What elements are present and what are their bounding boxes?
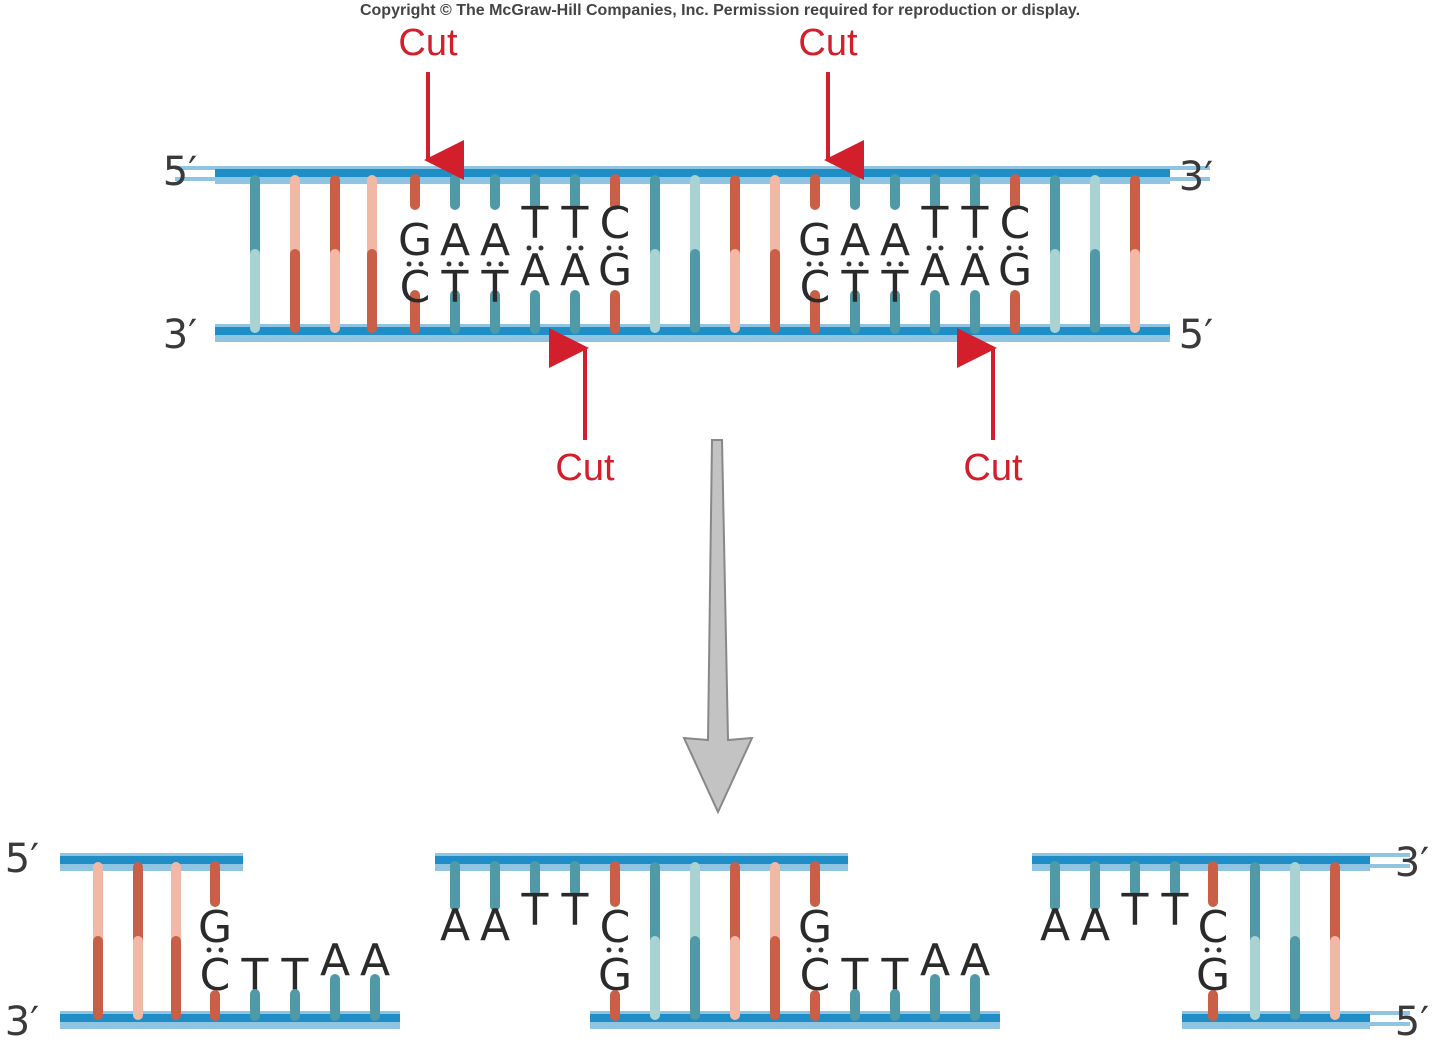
- frag1-hbond-dot-b: [218, 947, 224, 953]
- cut-bottom-2-label: Cut: [963, 447, 1023, 489]
- frag1-5prime-label: 5′: [5, 836, 40, 882]
- site0-bottom-base-0: C: [400, 262, 431, 313]
- site1-top-base-3: T: [921, 198, 949, 249]
- process-arrow: [682, 439, 754, 815]
- bottom-left-3prime-label: 3′: [163, 312, 198, 358]
- site1-hbond-1-dot-a: [846, 261, 852, 267]
- site0-hbond-1-dot-a: [446, 261, 452, 267]
- site0-hbond-3-dot-b: [538, 245, 544, 251]
- site1-hbond-3-dot-b: [938, 245, 944, 251]
- site1-top-base-4: T: [961, 198, 989, 249]
- site1-bottom-base-5: G: [998, 245, 1032, 296]
- frag2-top-backbone: [435, 856, 848, 864]
- site1-hbond-2-dot-a: [886, 261, 892, 267]
- frag3-overhang-base-1: A: [1080, 900, 1110, 951]
- frag3-overhang-base-2: T: [1121, 885, 1149, 936]
- site0-hbond-5-dot-b: [618, 245, 624, 251]
- site0-top-base-0: G: [398, 215, 432, 266]
- site0-top-base-2: A: [480, 215, 510, 266]
- copyright-notice: Copyright © The McGraw-Hill Companies, I…: [359, 2, 1081, 19]
- cut-top-2-label: Cut: [798, 22, 858, 64]
- site1-top-base-1: A: [840, 215, 870, 266]
- site1-top-base-2: A: [880, 215, 910, 266]
- frag2-right-hbond-dot-a: [806, 947, 812, 953]
- down-arrow-icon: [682, 439, 754, 815]
- cut-bottom-1-label: Cut: [555, 447, 615, 489]
- site1-hbond-0-dot-b: [818, 261, 824, 267]
- frag2-left-top-C: C: [600, 902, 631, 953]
- frag3-overhang-base-3: T: [1161, 885, 1189, 936]
- frag3-top-backbone: [1032, 856, 1370, 864]
- cut-top-1-label: Cut: [398, 22, 458, 64]
- frag2-left-overhang-base-2: T: [521, 885, 549, 936]
- frag2-left-overhang-base-0: A: [440, 900, 470, 951]
- site0-hbond-0-dot-b: [418, 261, 424, 267]
- frag2-bottom-backbone: [590, 1014, 1000, 1022]
- frag2-left-overhang-base-1: A: [480, 900, 510, 951]
- site1-bottom-base-1: T: [841, 262, 869, 313]
- frag3-hbond-dot-a: [1204, 947, 1210, 953]
- site0-hbond-2-dot-b: [498, 261, 504, 267]
- site0-top-base-5: C: [600, 198, 631, 249]
- site0-hbond-4-dot-b: [578, 245, 584, 251]
- frag2-right-hbond-dot-b: [818, 947, 824, 953]
- site0-hbond-1-dot-b: [458, 261, 464, 267]
- site1-top-base-0: G: [798, 215, 832, 266]
- frag2-left-hbond-dot-a: [606, 947, 612, 953]
- frag1-bottom-backbone: [60, 1014, 400, 1022]
- frag1-3prime-label: 3′: [5, 999, 40, 1045]
- site0-top-base-3: T: [521, 198, 549, 249]
- site0-bottom-base-3: A: [520, 245, 550, 296]
- frag3-5prime-label: 5′: [1395, 999, 1430, 1045]
- site0-hbond-3-dot-a: [526, 245, 532, 251]
- site1-bottom-base-3: A: [920, 245, 950, 296]
- frag1-hbond-dot-a: [206, 947, 212, 953]
- frag2-left-overhang-base-3: T: [561, 885, 589, 936]
- site0-hbond-4-dot-a: [566, 245, 572, 251]
- site0-bottom-base-5: G: [598, 245, 632, 296]
- site0-bottom-base-1: T: [441, 262, 469, 313]
- site1-hbond-1-dot-b: [858, 261, 864, 267]
- frag3-top-C: C: [1198, 902, 1229, 953]
- top-left-5prime-label: 5′: [163, 149, 198, 195]
- frag3-overhang-base-0: A: [1040, 900, 1070, 951]
- site0-top-base-1: A: [440, 215, 470, 266]
- site0-hbond-5-dot-a: [606, 245, 612, 251]
- site1-top-base-5: C: [1000, 198, 1031, 249]
- site1-hbond-4-dot-a: [966, 245, 972, 251]
- frag1-top-backbone: [60, 856, 243, 864]
- site1-bottom-base-0: C: [800, 262, 831, 313]
- site0-bottom-base-2: T: [481, 262, 509, 313]
- site1-hbond-5-dot-a: [1006, 245, 1012, 251]
- site1-hbond-4-dot-b: [978, 245, 984, 251]
- site1-hbond-3-dot-a: [926, 245, 932, 251]
- frag2-right-top-G: G: [798, 902, 832, 953]
- top-strand-backbone: [215, 169, 1170, 177]
- frag1-top-base-G: G: [198, 902, 232, 953]
- site0-hbond-0-dot-a: [406, 261, 412, 267]
- site1-bottom-base-4: A: [960, 245, 990, 296]
- bottom-right-5prime-label: 5′: [1179, 312, 1214, 358]
- site1-hbond-0-dot-a: [806, 261, 812, 267]
- site1-hbond-2-dot-b: [898, 261, 904, 267]
- site0-top-base-4: T: [561, 198, 589, 249]
- site0-bottom-base-4: A: [560, 245, 590, 296]
- frag3-hbond-dot-b: [1216, 947, 1222, 953]
- site0-hbond-2-dot-a: [486, 261, 492, 267]
- top-right-3prime-label: 3′: [1179, 154, 1214, 200]
- frag2-left-hbond-dot-b: [618, 947, 624, 953]
- frag3-3prime-label: 3′: [1395, 840, 1430, 886]
- site1-bottom-base-2: T: [881, 262, 909, 313]
- site1-hbond-5-dot-b: [1018, 245, 1024, 251]
- frag3-bottom-backbone: [1182, 1014, 1370, 1022]
